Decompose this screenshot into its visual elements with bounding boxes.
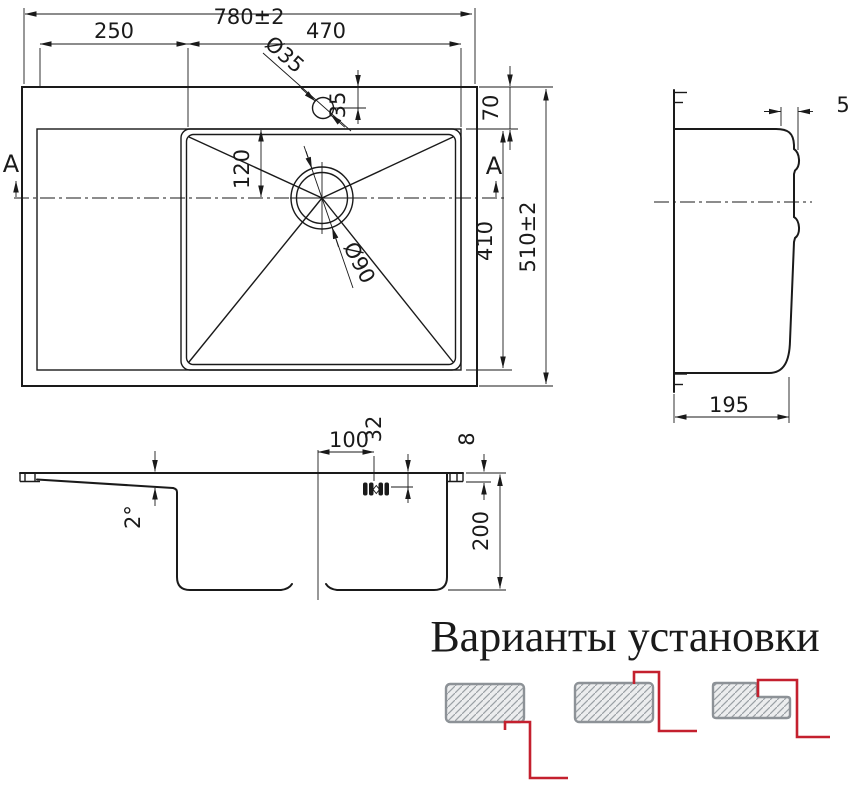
section-view: 100 32 8 200 bbox=[19, 416, 506, 600]
svg-text:Ø35: Ø35 bbox=[260, 31, 308, 77]
sink-edge-profile bbox=[632, 670, 697, 733]
drainboard-slope bbox=[36, 478, 174, 489]
svg-text:A: A bbox=[3, 150, 20, 178]
svg-text:70: 70 bbox=[479, 95, 503, 122]
sink-edge-profile bbox=[756, 678, 830, 739]
svg-text:200: 200 bbox=[469, 511, 493, 551]
top-view: 780±2 250 470 Ø35 35 bbox=[3, 5, 553, 387]
svg-text:120: 120 bbox=[230, 149, 254, 189]
svg-text:5: 5 bbox=[836, 93, 849, 117]
dim-clip-offset: 5 bbox=[764, 93, 849, 150]
section-marker-right: A bbox=[486, 152, 503, 197]
svg-text:510±2: 510±2 bbox=[516, 201, 540, 272]
sink-edge-profile bbox=[503, 720, 568, 780]
variant-rebate bbox=[711, 678, 830, 739]
dim-overflow-offset: 32 bbox=[362, 416, 411, 503]
sink-outline bbox=[21, 86, 478, 387]
overflow-fitting bbox=[363, 482, 389, 496]
dim-drain-to-overflow: 100 bbox=[317, 428, 375, 481]
dim-faucet-offset: 35 bbox=[326, 70, 366, 124]
svg-text:A: A bbox=[486, 152, 503, 180]
bowl-right-wall bbox=[325, 472, 448, 591]
variant-flushmount bbox=[573, 670, 697, 733]
countertop-section bbox=[444, 682, 526, 724]
svg-text:195: 195 bbox=[709, 393, 749, 417]
dim-slope-angle: 2° bbox=[121, 451, 158, 529]
dim-body-depth: 195 bbox=[673, 377, 790, 423]
dim-bowl-width: 470 bbox=[187, 19, 462, 47]
side-view: 5 195 bbox=[654, 89, 849, 423]
countertop-section bbox=[573, 681, 655, 724]
section-marker-left: A bbox=[3, 150, 20, 197]
svg-text:100: 100 bbox=[329, 428, 369, 452]
faucet-hole bbox=[311, 96, 335, 120]
svg-text:35: 35 bbox=[326, 92, 350, 119]
dim-bowl-depth: 200 bbox=[448, 474, 506, 591]
installation-variants: Варианты установки bbox=[430, 612, 830, 780]
dim-overall-depth: 510±2 bbox=[479, 88, 553, 387]
dim-overall-width: 780±2 bbox=[23, 5, 476, 84]
svg-text:32: 32 bbox=[362, 416, 386, 443]
dim-bowl-length: 410 bbox=[466, 130, 512, 371]
dim-rim-to-bowl: 70 bbox=[466, 66, 553, 150]
dim-drainboard-width: 250 bbox=[39, 19, 462, 127]
svg-text:780±2: 780±2 bbox=[213, 5, 284, 29]
body-profile bbox=[673, 128, 800, 374]
svg-text:250: 250 bbox=[94, 19, 134, 43]
svg-text:8: 8 bbox=[455, 432, 479, 445]
countertop-section bbox=[711, 681, 792, 720]
variant-overmount bbox=[444, 682, 568, 780]
svg-text:410: 410 bbox=[473, 221, 497, 261]
svg-text:2°: 2° bbox=[121, 505, 145, 529]
bowl bbox=[180, 128, 462, 371]
bowl-left-wall bbox=[172, 487, 293, 591]
dim-flange-height: 8 bbox=[455, 432, 506, 500]
variants-title: Варианты установки bbox=[430, 612, 819, 661]
dim-drain-offset: 120 bbox=[230, 129, 264, 198]
svg-text:470: 470 bbox=[306, 19, 346, 43]
